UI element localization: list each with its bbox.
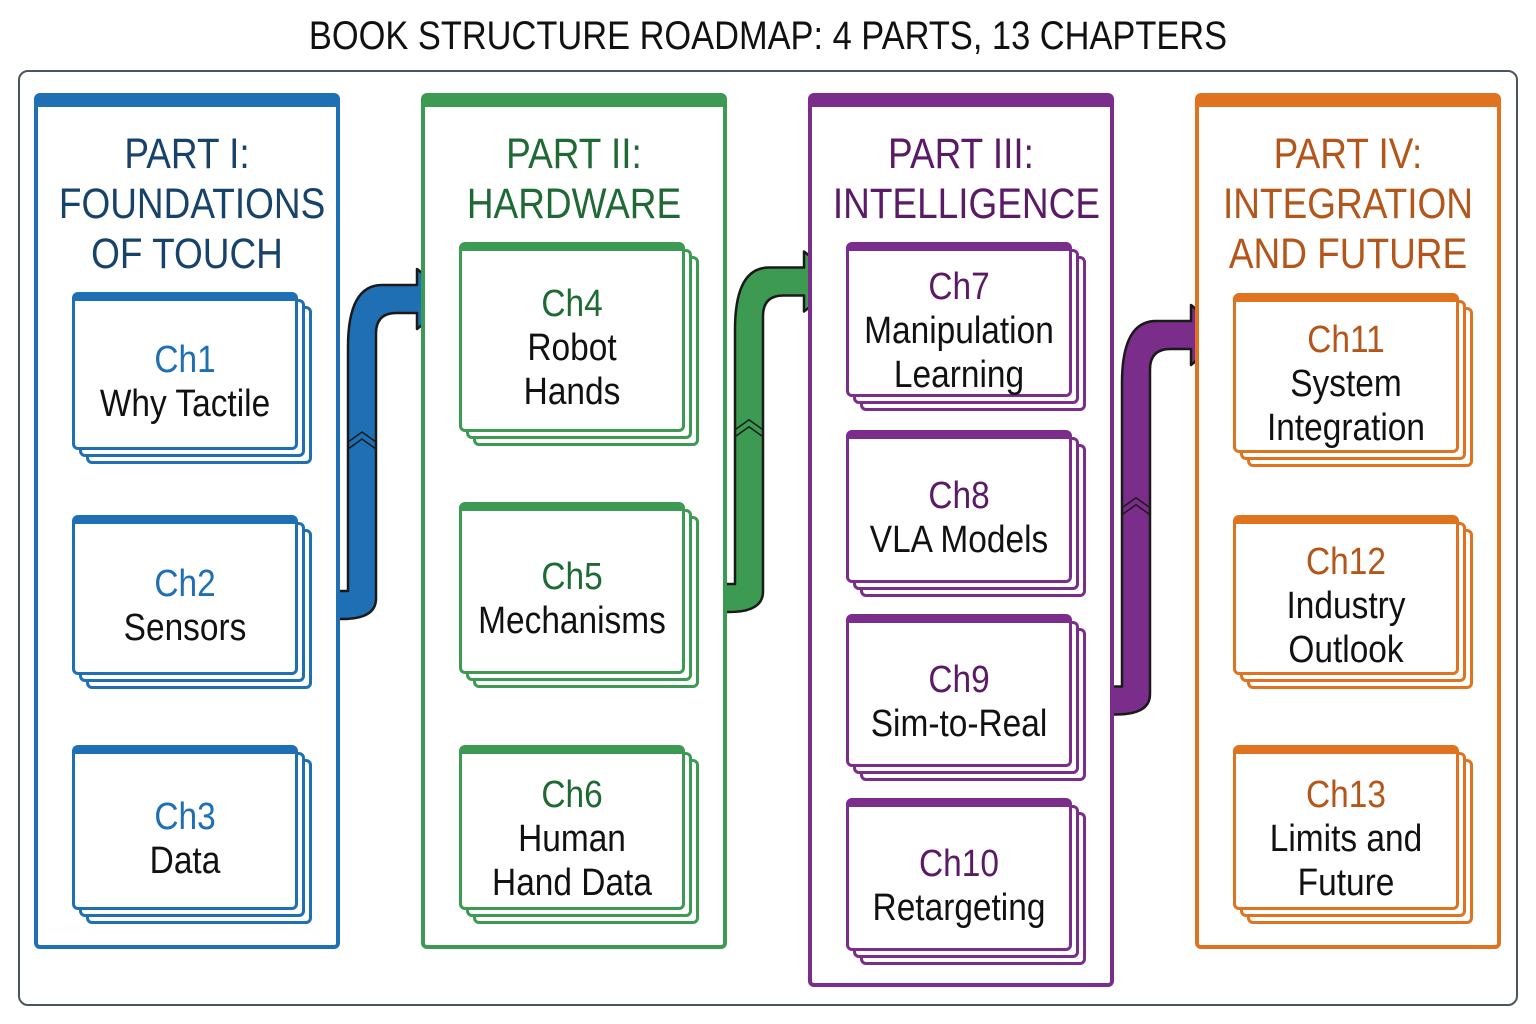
chevron-mark-icon bbox=[347, 438, 377, 450]
chapter-title-line: VLA Models bbox=[869, 518, 1049, 561]
chevron-mark-icon bbox=[1121, 503, 1151, 516]
chapter-title-line: Industry bbox=[1286, 585, 1406, 627]
chapter-title-line: Why Tactile bbox=[99, 383, 271, 425]
part-title-line: PART I: bbox=[124, 130, 250, 178]
chapter-title-line: Robot bbox=[527, 327, 617, 369]
chapter-number: Ch8 bbox=[928, 474, 990, 517]
chapter-title-line: Hands bbox=[523, 371, 621, 413]
chapter-title-line: Outlook bbox=[1288, 629, 1404, 671]
chevron-mark-icon bbox=[347, 431, 377, 443]
chapter-title-line: Learning bbox=[893, 353, 1025, 396]
chapter-number: Ch7 bbox=[928, 265, 990, 308]
chapter-title-line: Sensors bbox=[123, 607, 247, 649]
part-title-line: INTELLIGENCE bbox=[832, 180, 1101, 228]
chapter-number: Ch2 bbox=[154, 563, 216, 605]
diagram-title: BOOK STRUCTURE ROADMAP: 4 PARTS, 13 CHAP… bbox=[308, 14, 1228, 58]
part-title-line: FOUNDATIONS bbox=[58, 180, 326, 228]
chevron-mark-icon bbox=[734, 425, 764, 438]
chapter-number: Ch6 bbox=[541, 773, 603, 816]
part-title-line: HARDWARE bbox=[466, 180, 682, 228]
chapter-number: Ch11 bbox=[1307, 319, 1385, 361]
chapter-title-line: Future bbox=[1297, 861, 1395, 904]
chapter-title-line: Limits and bbox=[1269, 817, 1423, 860]
chapter-number: Ch13 bbox=[1306, 773, 1386, 816]
chapter-title-line: Hand Data bbox=[492, 861, 652, 904]
chapter-number: Ch5 bbox=[541, 556, 603, 598]
chapter-title-line: Retargeting bbox=[872, 886, 1046, 929]
part-title-line: AND FUTURE bbox=[1228, 230, 1468, 278]
part-title-line: OF TOUCH bbox=[91, 230, 283, 278]
chapter-title-line: System bbox=[1290, 363, 1402, 405]
part-title-line: PART IV: bbox=[1273, 130, 1423, 178]
chapter-number: Ch9 bbox=[928, 658, 990, 701]
part-title: PART III:INTELLIGENCE bbox=[832, 129, 1101, 229]
chapter-title-line: Human bbox=[518, 817, 626, 860]
chapter-title-line: Data bbox=[149, 839, 221, 882]
chapter-title-line: Integration bbox=[1266, 407, 1426, 449]
part-title-line: INTEGRATION bbox=[1223, 180, 1473, 228]
chapter-title-line: Sim-to-Real bbox=[870, 702, 1048, 745]
chevron-mark-icon bbox=[1121, 496, 1151, 509]
chapter-number: Ch10 bbox=[919, 842, 999, 885]
chapter-number: Ch3 bbox=[154, 795, 216, 838]
part-title-line: PART II: bbox=[506, 130, 642, 178]
part-title-line: PART III: bbox=[888, 130, 1034, 178]
diagram-frame bbox=[18, 70, 1518, 1006]
chapter-title-line: Manipulation bbox=[864, 309, 1054, 352]
chapter-title-line: Mechanisms bbox=[478, 600, 666, 642]
chevron-mark-icon bbox=[734, 418, 764, 431]
chapter-number: Ch4 bbox=[541, 283, 603, 325]
part-title: PART II:HARDWARE bbox=[446, 129, 702, 229]
chapter-number: Ch1 bbox=[154, 339, 216, 381]
chapter-number: Ch12 bbox=[1306, 541, 1386, 583]
